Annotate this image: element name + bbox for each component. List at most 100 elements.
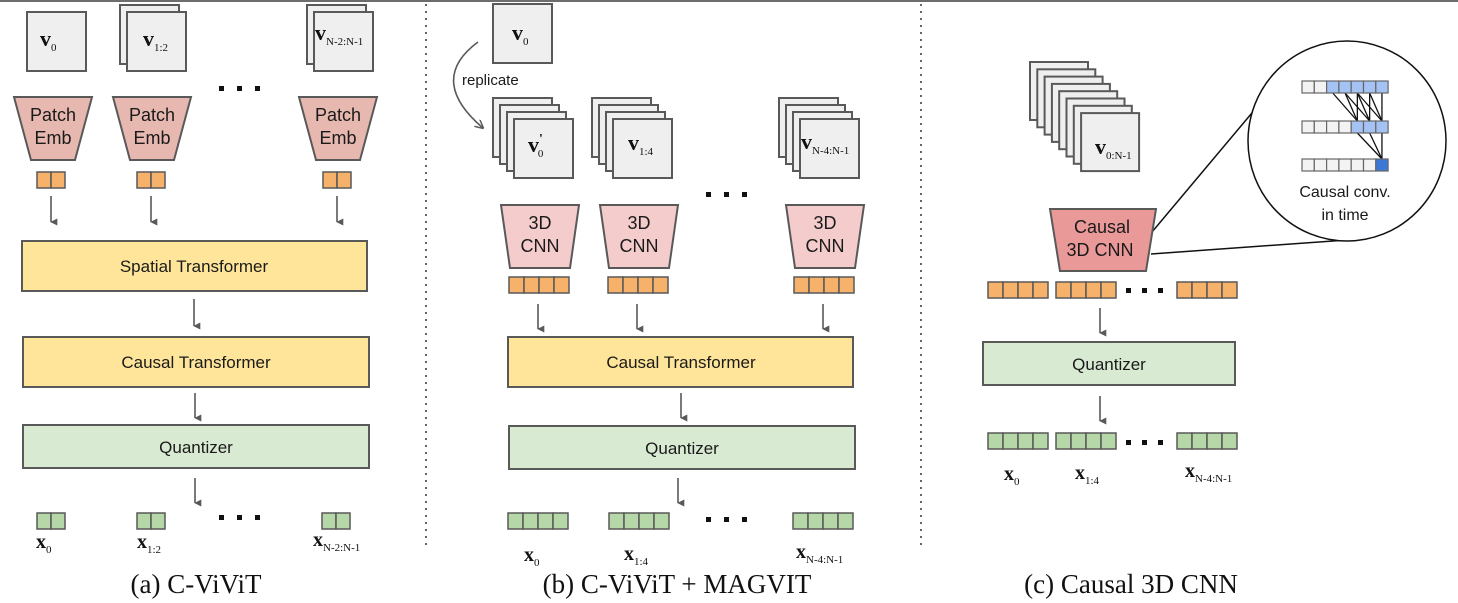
ellipsis-dot <box>742 192 747 197</box>
math-base: x <box>1075 462 1085 484</box>
causal-transformer-block-b <box>507 336 854 388</box>
zoom-connector <box>1151 94 1268 233</box>
token-orange <box>1032 281 1049 299</box>
ellipsis-dot <box>237 515 242 520</box>
token-orange <box>793 276 810 294</box>
token-green <box>623 512 640 530</box>
ellipsis-dot <box>1142 288 1147 293</box>
output-label: x0 <box>1004 463 1020 488</box>
math-base: v <box>315 20 326 45</box>
token-orange <box>652 276 669 294</box>
conv-cell <box>1301 80 1315 94</box>
patch-emb-label: Emb <box>319 128 356 148</box>
token-green <box>36 512 52 530</box>
token-green <box>50 512 66 530</box>
conv-cell <box>1301 158 1315 172</box>
math-subscript: 0 <box>1014 476 1020 488</box>
3d-cnn-encoder <box>784 204 866 269</box>
quantizer-block-b <box>508 425 856 470</box>
cnn-label: CNN <box>521 236 560 256</box>
output-label: x1:4 <box>624 543 649 568</box>
math-base: v <box>801 129 812 154</box>
conv-connection <box>1344 92 1371 122</box>
token-orange <box>1221 281 1238 299</box>
token-orange <box>622 276 639 294</box>
math-base: v <box>512 20 523 45</box>
token-orange <box>36 171 52 189</box>
patch-emb-label: Patch <box>129 105 175 125</box>
patch-emb-encoder <box>111 96 193 161</box>
output-label: x1:4 <box>1075 462 1100 487</box>
frame-label: v'0 <box>528 132 544 160</box>
token-green <box>1206 432 1223 450</box>
zoom-label: Causal conv. <box>1299 184 1390 201</box>
token-green <box>792 512 809 530</box>
conv-cell <box>1338 120 1352 134</box>
conv-cell <box>1325 80 1340 94</box>
token-orange <box>538 276 555 294</box>
ellipsis-dot <box>724 517 729 522</box>
token-orange <box>637 276 654 294</box>
causal-transformer-label-a: Causal Transformer <box>121 353 271 372</box>
token-orange <box>553 276 570 294</box>
math-subscript: N-2:N-1 <box>326 36 363 48</box>
token-orange <box>1100 281 1117 299</box>
math-base: v <box>628 130 639 155</box>
3d-cnn-encoder <box>499 204 581 269</box>
conv-cell <box>1325 158 1340 172</box>
patch-emb-label: Emb <box>34 128 71 148</box>
math-subscript: 1:2 <box>154 42 168 54</box>
token-green <box>507 512 524 530</box>
cnn-label: 3D <box>813 213 836 233</box>
conv-cell <box>1375 120 1389 134</box>
frame-vN <box>313 11 374 72</box>
frame-label: vN-2:N-1 <box>315 20 363 48</box>
math-prime: ' <box>539 132 543 147</box>
math-base: v <box>1095 134 1106 159</box>
frame-v0-input <box>492 3 553 64</box>
quantizer-block-a <box>22 424 370 469</box>
ellipsis-dot <box>255 86 260 91</box>
math-base: x <box>796 541 806 563</box>
quantizer-block-c <box>982 341 1236 386</box>
causal-cnn-label: Causal <box>1074 217 1130 237</box>
token-green <box>522 512 539 530</box>
math-base: v <box>528 132 539 157</box>
conv-connection <box>1356 92 1383 122</box>
output-label: x0 <box>524 544 540 569</box>
token-green <box>321 512 337 530</box>
output-label: x1:2 <box>137 531 161 556</box>
conv-cell <box>1375 158 1389 172</box>
token-orange <box>523 276 540 294</box>
token-orange <box>1176 281 1193 299</box>
frame-v1-4 <box>612 118 673 179</box>
token-green <box>1070 432 1087 450</box>
quantizer-label-c: Quantizer <box>1072 355 1146 374</box>
causal-3d-cnn-encoder <box>1048 208 1158 272</box>
conv-connection <box>1356 132 1383 160</box>
ellipsis-dot <box>1158 440 1163 445</box>
caption-c: (c) Causal 3D CNN <box>1024 569 1238 599</box>
token-green <box>807 512 824 530</box>
token-green <box>1032 432 1049 450</box>
ellipsis-dot <box>1158 288 1163 293</box>
token-orange <box>508 276 525 294</box>
output-label: x0 <box>36 531 52 556</box>
causal-transformer-label-b: Causal Transformer <box>606 353 756 372</box>
cnn-label: CNN <box>620 236 659 256</box>
ellipsis-dot <box>219 515 224 520</box>
math-subscript: 1:4 <box>1085 475 1100 487</box>
token-orange <box>150 171 166 189</box>
token-orange <box>50 171 66 189</box>
token-green <box>1017 432 1034 450</box>
math-subscript: 0 <box>538 148 544 160</box>
quantizer-label-a: Quantizer <box>159 438 233 457</box>
token-green <box>136 512 152 530</box>
replicate-label: replicate <box>462 72 519 89</box>
token-orange <box>1206 281 1223 299</box>
math-subscript: N-4:N-1 <box>806 554 843 566</box>
ellipsis-dot <box>237 86 242 91</box>
token-orange <box>1017 281 1034 299</box>
zoom-circle <box>1247 40 1447 242</box>
ellipsis-dot <box>1126 440 1131 445</box>
